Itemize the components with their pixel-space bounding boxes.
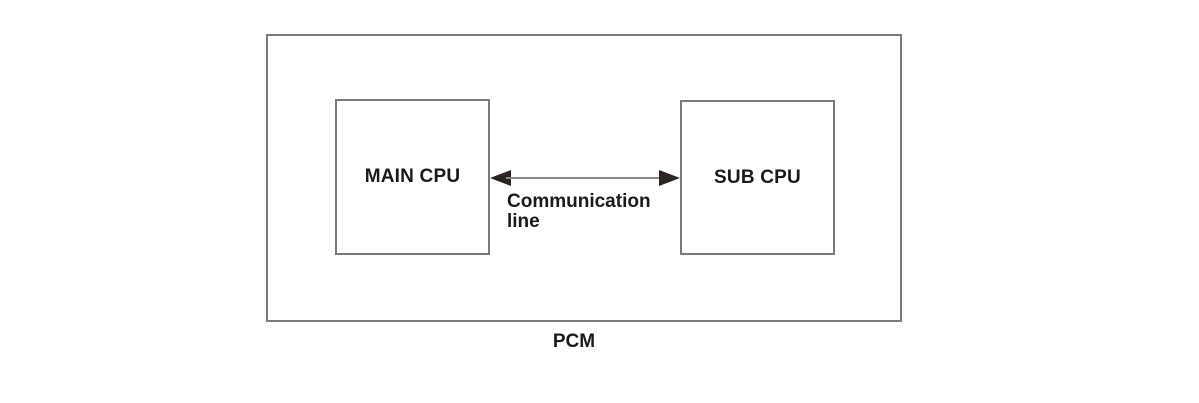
pcm-label: PCM: [552, 331, 596, 352]
communication-line-label-line1: Communication: [507, 191, 651, 212]
arrowhead-left-icon: [490, 170, 511, 186]
communication-line-label-line2: line: [507, 211, 540, 232]
arrowhead-right-icon: [659, 170, 680, 186]
sub-cpu-box: SUB CPU: [680, 100, 835, 255]
main-cpu-box: MAIN CPU: [335, 99, 490, 255]
sub-cpu-label: SUB CPU: [714, 166, 801, 188]
arrow-line: [506, 177, 664, 179]
main-cpu-label: MAIN CPU: [364, 166, 461, 187]
communication-line-label: Communication line: [507, 192, 651, 232]
